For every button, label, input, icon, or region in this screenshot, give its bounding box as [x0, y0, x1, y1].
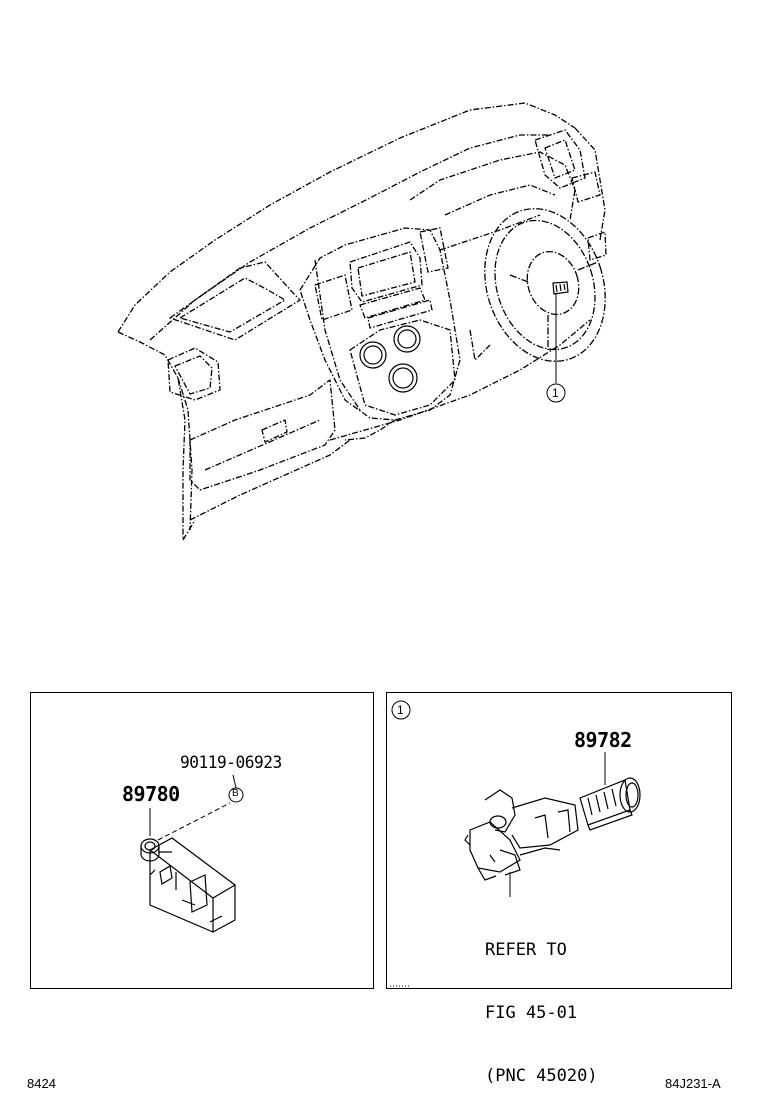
- panel-right: [386, 692, 732, 989]
- module-part-number: 89780: [122, 782, 180, 806]
- bolt-part-number: 90119-06923: [180, 753, 282, 773]
- reference-note: REFER TO FIG 45-01 (PNC 45020): [485, 898, 598, 1108]
- callout-label-main: 1: [552, 386, 559, 400]
- bolt-marker-label: B: [232, 788, 239, 799]
- callout-label-panel: 1: [397, 703, 404, 717]
- footer-left-code: 8424: [27, 1076, 56, 1091]
- panel-left: [30, 692, 374, 989]
- switch-part-number: 89782: [574, 728, 632, 752]
- footer-right-code: 84J231-A: [665, 1076, 721, 1091]
- callout-circle-panel: [391, 700, 411, 720]
- reference-line-1: REFER TO: [485, 940, 567, 960]
- reference-line-2: FIG 45-01: [485, 1003, 578, 1023]
- reference-line-3: (PNC 45020): [485, 1066, 598, 1086]
- dashboard-illustration: [117, 102, 607, 541]
- bolt-marker-circle: [228, 787, 244, 803]
- callout-circle-main: [546, 383, 566, 403]
